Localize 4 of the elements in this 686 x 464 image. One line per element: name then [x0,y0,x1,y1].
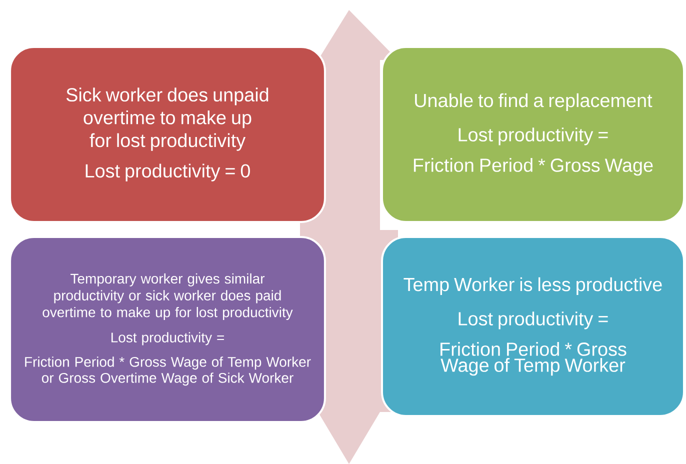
quadrant-box: Unable to find a replacement Lost productivity = Friction Period * Gross Wage [381,46,685,223]
quadrant-box: Temporary worker gives similar productivity or sick worker does paid overtime to make up for lost productivity Lost productivity = Friction Period * Gross Wage of Temp Worker or Gross Overtime Wage of Sick Worker [9,236,326,424]
quadrant-box: Sick worker does unpaid overtime to make up for lost productivity Lost productivity = 0 [9,46,326,223]
quadrant-box: Temp Worker is less productive Lost productivity = Friction Period * Gross Wage of Temp Worker [381,236,685,417]
